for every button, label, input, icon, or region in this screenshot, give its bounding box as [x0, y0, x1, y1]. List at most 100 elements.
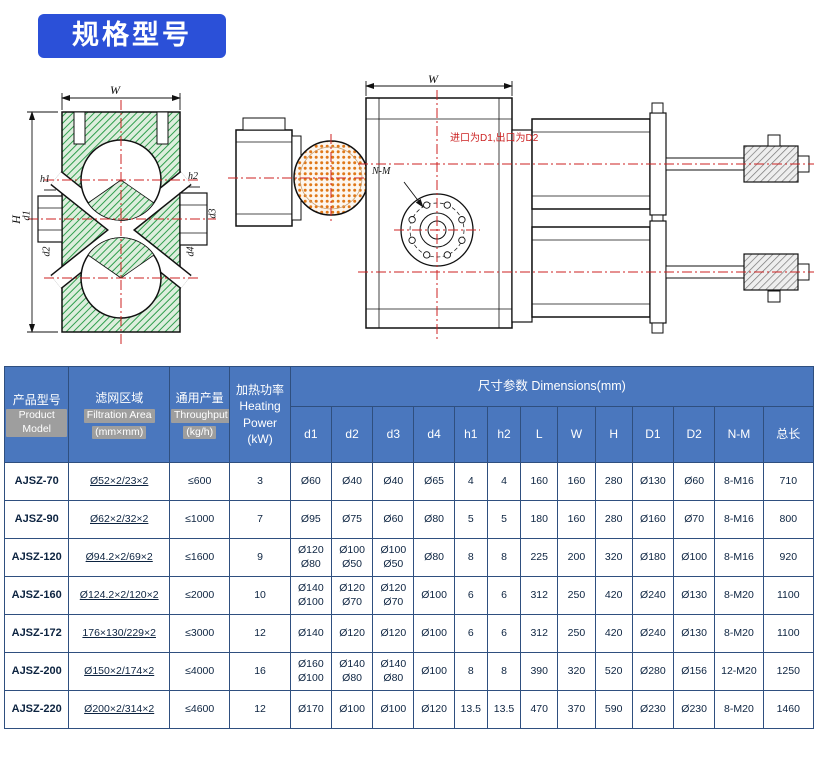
screen-side-view [228, 117, 378, 227]
cell-dim-d1: Ø140 [289, 614, 332, 653]
dim-label-h2: h2 [188, 171, 198, 182]
cell-dim-总长: 920 [762, 538, 815, 577]
dim-label-d4: d4 [185, 246, 197, 257]
cell-dim-h2: 4 [486, 462, 522, 501]
cell-dim-D2: Ø130 [673, 614, 716, 653]
header-filtration-en: Filtration Area [83, 408, 155, 423]
col-header-dim-2: d3 [372, 406, 415, 463]
cell-dim-D1: Ø280 [631, 652, 675, 691]
header-throughput-cn: 通用产量 [175, 390, 224, 405]
header-product-model-cn: 产品型号 [12, 393, 61, 408]
cell-dim-h1: 6 [453, 614, 488, 653]
cell-dim-D2: Ø100 [673, 538, 716, 577]
col-header-dim-5: h2 [486, 406, 522, 463]
header-heating-en2: Power [243, 415, 278, 430]
cell-dim-W: 250 [557, 576, 596, 615]
cell-throughput: ≤1600 [168, 538, 231, 577]
col-header-dim-1: d2 [330, 406, 374, 463]
cell-dim-h2: 8 [486, 652, 522, 691]
cell-model: AJSZ-172 [3, 614, 70, 653]
col-header-filtration: 滤网区域 Filtration Area (mm×mm) [68, 366, 170, 463]
cell-throughput: ≤1000 [168, 500, 231, 539]
col-header-dim-0: d1 [289, 406, 332, 463]
cell-dim-d1: Ø170 [289, 690, 332, 729]
cell-dim-d4: Ø80 [413, 500, 455, 539]
cell-dim-H: 520 [594, 652, 633, 691]
cell-dim-W: 160 [557, 462, 596, 501]
cell-dim-D2: Ø156 [673, 652, 716, 691]
cell-dim-d3: Ø140 Ø80 [372, 652, 415, 691]
cell-dim-d3: Ø100 [372, 690, 415, 729]
col-header-dimensions: 尺寸参数 Dimensions(mm) [289, 366, 815, 407]
cell-dim-d4: Ø100 [413, 614, 455, 653]
cell-dim-W: 250 [557, 614, 596, 653]
cell-dim-D1: Ø130 [631, 462, 675, 501]
cell-dim-总长: 1100 [762, 576, 815, 615]
cell-power: 9 [229, 538, 291, 577]
cell-power: 3 [229, 462, 291, 501]
dim-label-d1: d1 [21, 210, 33, 221]
cell-dim-d3: Ø100 Ø50 [372, 538, 415, 577]
technical-drawing: W H h1 h2 d1 d2 d3 d4 W N-M 进口为D1,出口为D2 [0, 72, 818, 360]
cell-power: 10 [229, 576, 291, 615]
cell-throughput: ≤2000 [168, 576, 231, 615]
cell-dim-h1: 4 [453, 462, 488, 501]
cell-dim-D1: Ø180 [631, 538, 675, 577]
cell-model: AJSZ-220 [3, 690, 70, 729]
cell-dim-d1: Ø160 Ø100 [289, 652, 332, 691]
cell-power: 12 [229, 614, 291, 653]
cell-dim-d1: Ø140 Ø100 [289, 576, 332, 615]
col-header-dim-8: H [594, 406, 633, 463]
cell-throughput: ≤600 [168, 462, 231, 501]
cell-dim-总长: 1250 [762, 652, 815, 691]
cell-dim-W: 200 [557, 538, 596, 577]
cell-filtration: Ø124.2×2/120×2 [68, 576, 170, 615]
cell-filtration: Ø200×2/314×2 [68, 690, 170, 729]
cell-dim-d2: Ø120 Ø70 [330, 576, 374, 615]
cell-dim-N-M: 8-M20 [714, 576, 764, 615]
cell-dim-H: 280 [594, 462, 633, 501]
cell-filtration: Ø62×2/32×2 [68, 500, 170, 539]
cell-filtration: 176×130/229×2 [68, 614, 170, 653]
cell-power: 7 [229, 500, 291, 539]
cell-dim-L: 312 [520, 576, 559, 615]
cell-dim-h2: 6 [486, 576, 522, 615]
left-section-view [27, 93, 216, 346]
cell-dim-h1: 5 [453, 500, 488, 539]
cell-dim-L: 180 [520, 500, 559, 539]
cell-filtration: Ø52×2/23×2 [68, 462, 170, 501]
cell-dim-h1: 13.5 [453, 690, 488, 729]
cell-dim-W: 320 [557, 652, 596, 691]
cell-dim-d2: Ø100 Ø50 [330, 538, 374, 577]
cell-model: AJSZ-160 [3, 576, 70, 615]
cell-power: 12 [229, 690, 291, 729]
cell-dim-d3: Ø120 Ø70 [372, 576, 415, 615]
cell-model: AJSZ-120 [3, 538, 70, 577]
cell-dim-总长: 1460 [762, 690, 815, 729]
cell-dim-N-M: 8-M16 [714, 462, 764, 501]
cell-dim-W: 370 [557, 690, 596, 729]
cell-dim-d1: Ø95 [289, 500, 332, 539]
cell-dim-L: 225 [520, 538, 559, 577]
dim-label-d3: d3 [207, 208, 219, 219]
dim-label-w-left: W [110, 83, 120, 97]
cell-dim-D1: Ø240 [631, 576, 675, 615]
hydraulic-cylinders [511, 102, 810, 334]
header-throughput-unit: (kg/h) [183, 425, 217, 440]
cell-power: 16 [229, 652, 291, 691]
cell-dim-L: 312 [520, 614, 559, 653]
col-header-dim-3: d4 [413, 406, 455, 463]
cell-dim-h2: 6 [486, 614, 522, 653]
col-header-dim-10: D2 [673, 406, 716, 463]
drawing-canvas [27, 81, 814, 346]
cell-dim-D1: Ø240 [631, 614, 675, 653]
cell-throughput: ≤4600 [168, 690, 231, 729]
col-header-dim-7: W [557, 406, 596, 463]
dim-label-w-right: W [428, 72, 438, 86]
